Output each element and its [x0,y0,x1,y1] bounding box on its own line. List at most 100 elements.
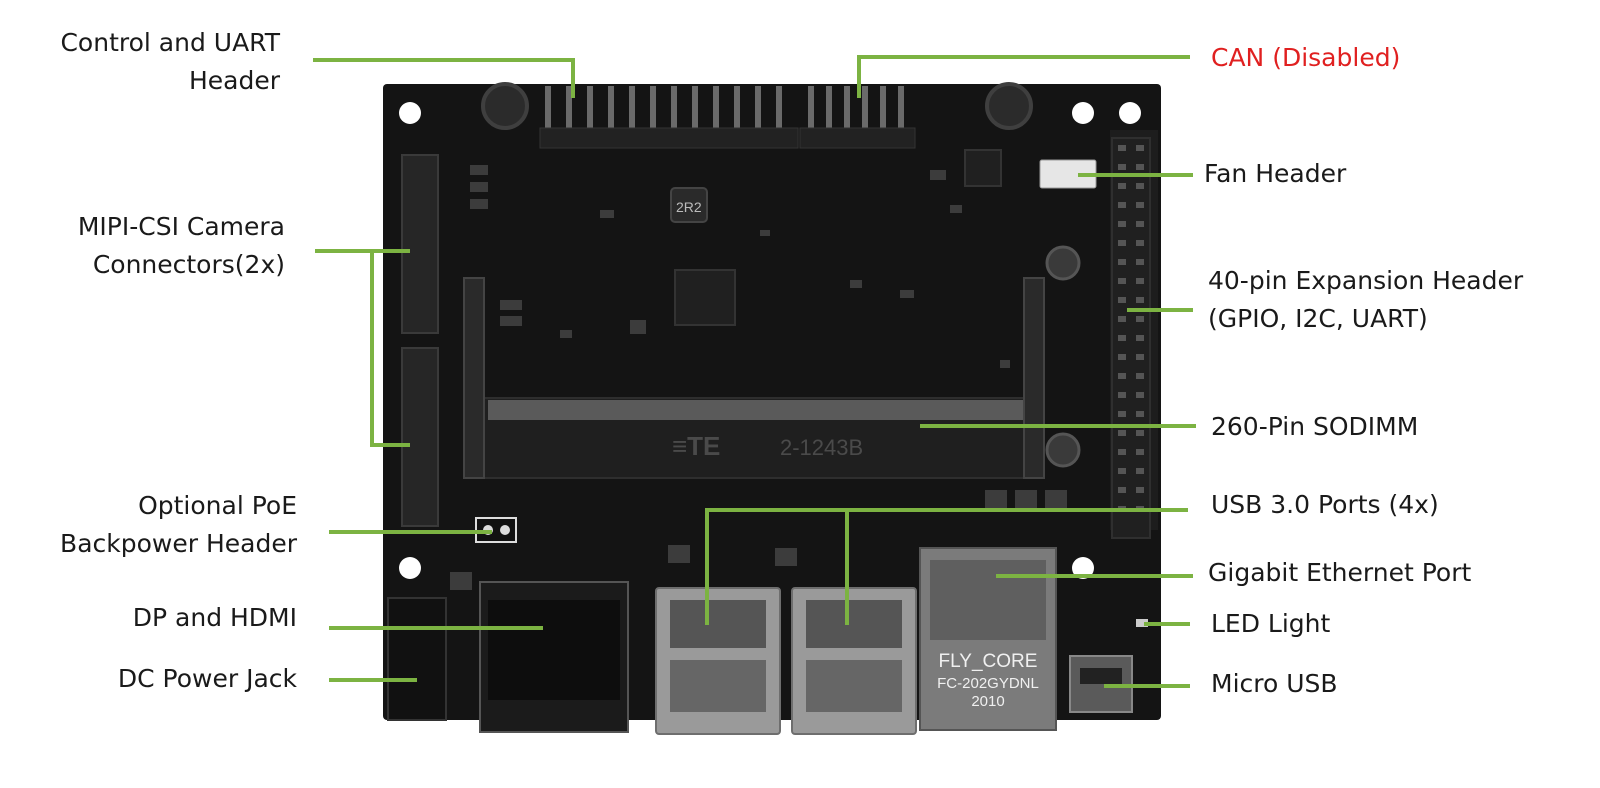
label-usb3-text: USB 3.0 Ports (4x) [1211,490,1439,519]
header-pin [1136,335,1144,341]
header-pin [1136,240,1144,246]
label-control-uart: Control and UART Header [60,24,280,100]
leader-lines [313,55,1196,688]
header-pin [1118,373,1126,379]
usb-port-1-slot [670,660,766,712]
ethernet-marking-3: 2010 [971,693,1004,710]
header-pin [1136,392,1144,398]
leader-usb3 [705,508,1188,625]
label-dc-jack: DC Power Jack [118,660,297,698]
label-fan-text: Fan Header [1204,159,1347,188]
inductor [670,187,708,223]
header-pin [1118,392,1126,398]
label-poe: Optional PoE Backpower Header [60,487,297,563]
expansion-header-pins [1118,145,1144,512]
smd-component [930,170,946,180]
usb-port-2-slot [806,660,902,712]
ethernet-marking-2: FC-202GYDNL [937,675,1039,692]
header-pin [713,86,719,146]
camera-connector-2 [401,347,439,527]
header-pin [826,86,832,146]
smd-component [450,572,472,590]
smd-component [775,548,797,566]
smd-component [985,490,1007,512]
header-pin [1136,449,1144,455]
mounting-hole [399,557,421,579]
ethernet-opening [930,560,1046,640]
header-pin [1136,354,1144,360]
label-can: CAN (Disabled) [1211,39,1400,77]
smd-component [470,182,488,192]
header-pin [1118,221,1126,227]
header-pin [1136,145,1144,151]
label-expansion-line2: (GPIO, I2C, UART) [1208,304,1428,333]
header-pin [1118,354,1126,360]
leader-control-uart [313,58,575,98]
ethernet-marking-1: FLY_CORE [939,651,1038,672]
smd-component [630,320,646,334]
label-expansion: 40-pin Expansion Header (GPIO, I2C, UART… [1208,262,1523,338]
header-pin [755,86,761,146]
smd-component [1045,490,1067,512]
header-pin [1118,240,1126,246]
mounting-hole [1072,102,1094,124]
label-ethernet: Gigabit Ethernet Port [1208,554,1471,592]
header-pin [1136,297,1144,303]
main-chip [674,269,736,326]
smd-component [470,165,488,175]
label-micro-usb-text: Micro USB [1211,669,1338,698]
header-pin [1118,145,1126,151]
label-can-text: CAN (Disabled) [1211,43,1401,72]
header-pin [1136,183,1144,189]
header-base [799,127,916,149]
header-pin [1136,259,1144,265]
header-pin [566,86,572,146]
header-pin [844,86,850,146]
header-pin [1118,202,1126,208]
leader-mipi-csi [315,249,410,447]
sodimm-logo: ≡TE [672,431,720,461]
label-dp-hdmi: DP and HDMI [133,599,297,637]
header-pin [1136,411,1144,417]
micro-usb-opening [1080,668,1122,684]
header-pin [1136,221,1144,227]
header-pin [1118,487,1126,493]
poe-pin [500,525,510,535]
header-pin [1118,259,1126,265]
label-poe-line1: Optional PoE [138,491,297,520]
usb-port-1-slot [670,600,766,648]
mounting-hole [1072,557,1094,579]
label-poe-line2: Backpower Header [60,529,297,558]
header-pin [671,86,677,146]
header-pin [880,86,886,146]
smd-component [900,290,914,298]
header-pin [1118,297,1126,303]
label-micro-usb: Micro USB [1211,665,1338,703]
smd-component [1015,490,1037,512]
label-mipi-csi: MIPI-CSI Camera Connectors(2x) [78,208,285,284]
header-pin [1118,411,1126,417]
dc-power-jack [387,597,447,721]
label-dp-hdmi-text: DP and HDMI [132,603,297,632]
smd-component [500,316,522,326]
smd-component [668,545,690,563]
standoff [481,82,529,130]
sodimm-part-number: 2-1243B [780,435,863,460]
label-expansion-line1: 40-pin Expansion Header [1208,266,1524,295]
header-pin [587,86,593,146]
expansion-header-body [1111,137,1151,539]
header-pin [1136,164,1144,170]
header-base [539,127,799,149]
header-pin [1118,335,1126,341]
header-pin [1136,373,1144,379]
header-pin [776,86,782,146]
label-control-uart-line1: Control and UART [60,28,280,57]
header-pin [608,86,614,146]
smd-component [850,280,862,288]
smd-component [470,199,488,209]
label-led-text: LED Light [1211,609,1331,638]
header-pin [1136,468,1144,474]
header-pin [1118,183,1126,189]
smd-component [600,210,614,218]
